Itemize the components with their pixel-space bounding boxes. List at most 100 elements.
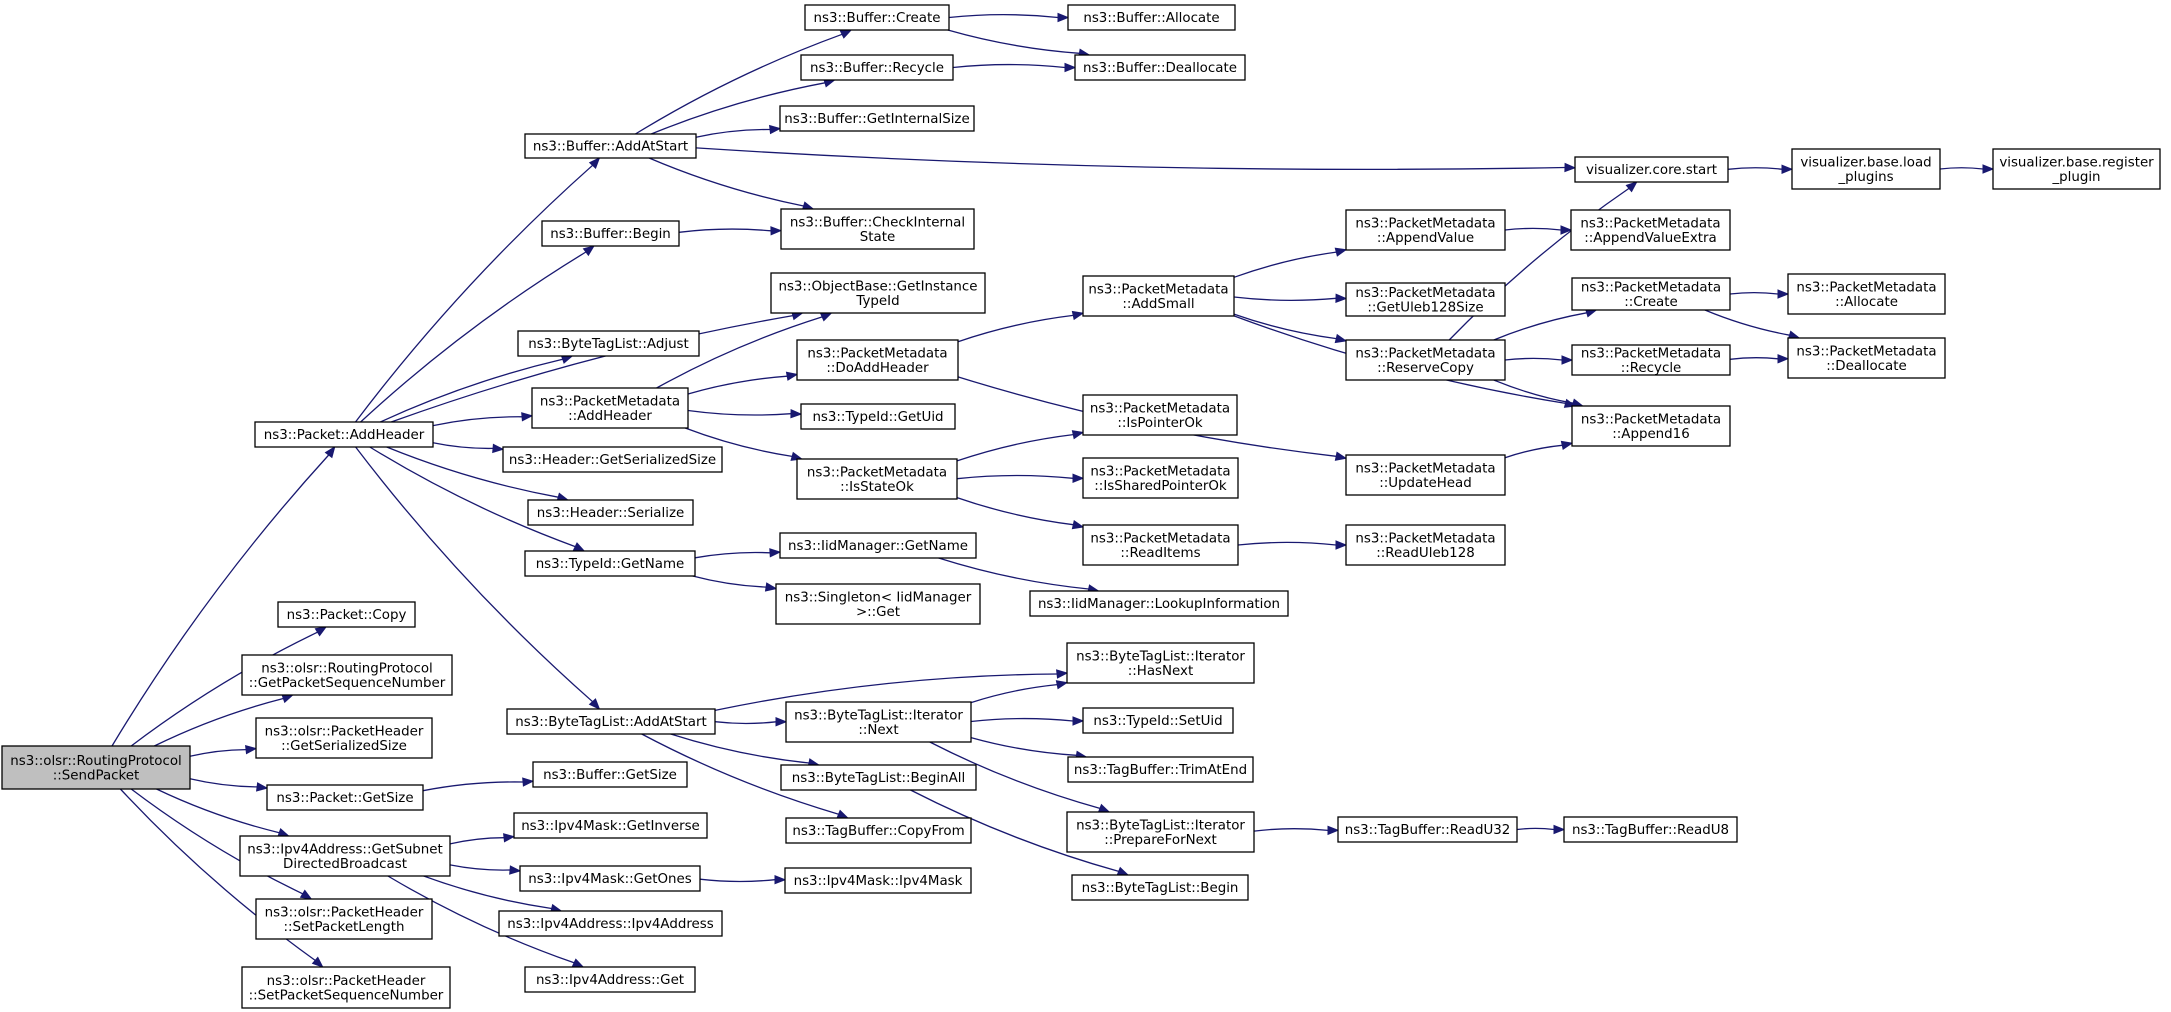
node-vizLoadPlugins[interactable]: visualizer.base.load_plugins	[1791, 148, 1941, 190]
node-maskGetInverse[interactable]: ns3::Ipv4Mask::GetInverse	[513, 812, 708, 839]
edge-line	[1727, 167, 1783, 170]
arrowhead-icon	[769, 124, 782, 135]
node-tbReadU32[interactable]: ns3::TagBuffer::ReadU32	[1337, 816, 1518, 843]
node-root[interactable]: ns3::olsr::RoutingProtocol::SendPacket	[1, 745, 191, 790]
edge-line	[635, 33, 843, 135]
edge-getSubnetDB-to-maskGetOnes	[449, 864, 522, 875]
node-bufGetInternalSize[interactable]: ns3::Buffer::GetInternalSize	[779, 105, 975, 132]
node-bufAllocate[interactable]: ns3::Buffer::Allocate	[1067, 4, 1236, 31]
arrowhead-icon	[588, 157, 601, 169]
node-pmIsStateOk[interactable]: ns3::PacketMetadata::IsStateOk	[796, 458, 958, 500]
node-vizRegisterPlugin[interactable]: visualizer.base.register_plugin	[1992, 148, 2161, 190]
node-pmReadItems[interactable]: ns3::PacketMetadata::ReadItems	[1082, 524, 1239, 566]
node-bufDeallocate[interactable]: ns3::Buffer::Deallocate	[1074, 54, 1246, 81]
node-copy[interactable]: ns3::Packet::Copy	[277, 601, 416, 628]
node-singletonGet[interactable]: ns3::Singleton< IidManager>::Get	[775, 583, 981, 625]
node-pmAddHeader[interactable]: ns3::PacketMetadata::AddHeader	[531, 387, 689, 429]
node-box	[1570, 209, 1731, 251]
node-btlItNext[interactable]: ns3::ByteTagList::Iterator::Next	[785, 701, 972, 743]
node-bufGetSize[interactable]: ns3::Buffer::GetSize	[532, 761, 688, 788]
arrowhead-icon	[324, 445, 336, 459]
node-bufRecycle[interactable]: ns3::Buffer::Recycle	[800, 54, 954, 81]
node-tidGetUid[interactable]: ns3::TypeId::GetUid	[800, 403, 956, 430]
node-btlItHasNext[interactable]: ns3::ByteTagList::Iterator::HasNext	[1066, 642, 1255, 684]
node-pmReadUleb[interactable]: ns3::PacketMetadata::ReadUleb128	[1345, 524, 1506, 566]
node-label: ::AppendValueExtra	[1584, 231, 1717, 246]
node-iidGetName[interactable]: ns3::IidManager::GetName	[779, 532, 977, 559]
node-box	[1066, 811, 1255, 853]
node-box	[779, 532, 977, 559]
node-btlAddAtStart[interactable]: ns3::ByteTagList::AddAtStart	[506, 708, 716, 735]
node-maskCtor[interactable]: ns3::Ipv4Mask::Ipv4Mask	[784, 867, 972, 894]
arrowhead-icon	[1781, 164, 1794, 174]
node-pmGetUleb[interactable]: ns3::PacketMetadata::GetUleb128Size	[1345, 282, 1506, 317]
edge-line	[695, 128, 771, 138]
node-box	[1337, 816, 1518, 843]
node-getSubnetDB[interactable]: ns3::Ipv4Address::GetSubnetDirectedBroad…	[239, 835, 451, 877]
node-hdrSerialize[interactable]: ns3::Header::Serialize	[527, 499, 694, 526]
edge-line	[699, 878, 776, 883]
node-pmIsPointerOk[interactable]: ns3::PacketMetadata::IsPointerOk	[1082, 394, 1238, 436]
edge-line	[687, 375, 788, 395]
arrowhead-icon	[1071, 310, 1085, 321]
node-label: ns3::olsr::PacketHeader	[267, 974, 426, 989]
node-hdrGetSerSize[interactable]: ns3::Header::GetSerializedSize	[502, 446, 723, 473]
node-box	[1574, 156, 1729, 183]
node-maskGetOnes[interactable]: ns3::Ipv4Mask::GetOnes	[519, 865, 701, 892]
node-tbTrimAtEnd[interactable]: ns3::TagBuffer::TrimAtEnd	[1067, 756, 1254, 783]
node-setPktLen[interactable]: ns3::olsr::PacketHeader::SetPacketLength	[255, 898, 433, 940]
node-pmDoAddHeader[interactable]: ns3::PacketMetadata::DoAddHeader	[796, 339, 959, 381]
node-pmAppendValue[interactable]: ns3::PacketMetadata::AppendValue	[1345, 209, 1506, 251]
node-btlItPrepare[interactable]: ns3::ByteTagList::Iterator::PrepareForNe…	[1066, 811, 1255, 853]
node-tidSetUid[interactable]: ns3::TypeId::SetUid	[1082, 707, 1234, 734]
edge-line	[1253, 828, 1329, 832]
node-tidGetName[interactable]: ns3::TypeId::GetName	[524, 550, 696, 577]
node-box	[1787, 273, 1946, 315]
edge-bufCreate-to-bufDeallocate	[947, 29, 1091, 58]
node-btlAdjust[interactable]: ns3::ByteTagList::Adjust	[517, 330, 700, 357]
node-box	[1791, 148, 1941, 190]
node-pmAppend16[interactable]: ns3::PacketMetadata::Append16	[1571, 405, 1731, 447]
node-pmAllocate[interactable]: ns3::PacketMetadata::Allocate	[1787, 273, 1946, 315]
node-label: ns3::Header::GetSerializedSize	[509, 453, 716, 468]
edge-line	[119, 788, 316, 961]
node-addrCtor[interactable]: ns3::Ipv4Address::Ipv4Address	[498, 910, 723, 937]
node-bufCreate[interactable]: ns3::Buffer::Create	[804, 4, 950, 31]
edge-bufAddAtStart-to-vizStart	[695, 147, 1577, 173]
node-box	[1082, 394, 1238, 436]
node-pmIsSharedPointerOk[interactable]: ns3::PacketMetadata::IsSharedPointerOk	[1082, 457, 1239, 499]
node-bufBegin[interactable]: ns3::Buffer::Begin	[541, 220, 680, 247]
node-label: ns3::Buffer::GetSize	[543, 768, 677, 783]
node-box	[1563, 816, 1738, 843]
node-pmDeallocate[interactable]: ns3::PacketMetadata::Deallocate	[1787, 337, 1946, 379]
node-pmUpdateHead[interactable]: ns3::PacketMetadata::UpdateHead	[1345, 454, 1506, 496]
node-label: ns3::Buffer::Recycle	[810, 61, 944, 76]
node-pmCreate[interactable]: ns3::PacketMetadata::Create	[1571, 277, 1731, 311]
node-label: ns3::Buffer::AddAtStart	[533, 140, 688, 155]
node-bufAddAtStart[interactable]: ns3::Buffer::AddAtStart	[524, 133, 697, 159]
node-btlBeginAll[interactable]: ns3::ByteTagList::BeginAll	[780, 764, 977, 791]
node-label: ::SetPacketLength	[283, 920, 404, 935]
node-tbReadU8[interactable]: ns3::TagBuffer::ReadU8	[1563, 816, 1738, 843]
arrowhead-icon	[582, 245, 595, 257]
edge-pmCreate-to-pmDeallocate	[1704, 309, 1801, 340]
node-vizStart[interactable]: visualizer.core.start	[1574, 156, 1729, 183]
node-label: ns3::ObjectBase::GetInstance	[778, 279, 977, 294]
node-pmAppendValueExtra[interactable]: ns3::PacketMetadata::AppendValueExtra	[1570, 209, 1731, 251]
node-getPktSeq[interactable]: ns3::olsr::RoutingProtocol::GetPacketSeq…	[241, 654, 453, 696]
node-pmAddSmall[interactable]: ns3::PacketMetadata::AddSmall	[1082, 275, 1235, 317]
node-setPktSeq[interactable]: ns3::olsr::PacketHeader::SetPacketSequen…	[241, 966, 451, 1009]
node-box	[1571, 344, 1731, 376]
node-pmRecycle[interactable]: ns3::PacketMetadata::Recycle	[1571, 344, 1731, 376]
node-iidLookup[interactable]: ns3::IidManager::LookupInformation	[1029, 590, 1289, 617]
edge-line	[694, 551, 771, 559]
node-addHeader[interactable]: ns3::Packet::AddHeader	[254, 421, 434, 448]
node-pktGetSize[interactable]: ns3::Packet::GetSize	[266, 784, 424, 811]
node-pmReserveCopy[interactable]: ns3::PacketMetadata::ReserveCopy	[1345, 339, 1506, 381]
node-tbCopyFrom[interactable]: ns3::TagBuffer::CopyFrom	[785, 817, 972, 844]
node-btlBegin[interactable]: ns3::ByteTagList::Begin	[1071, 874, 1249, 901]
node-phGetSerSize[interactable]: ns3::olsr::PacketHeader::GetSerializedSi…	[255, 717, 433, 759]
node-addrGet[interactable]: ns3::Ipv4Address::Get	[524, 966, 696, 993]
